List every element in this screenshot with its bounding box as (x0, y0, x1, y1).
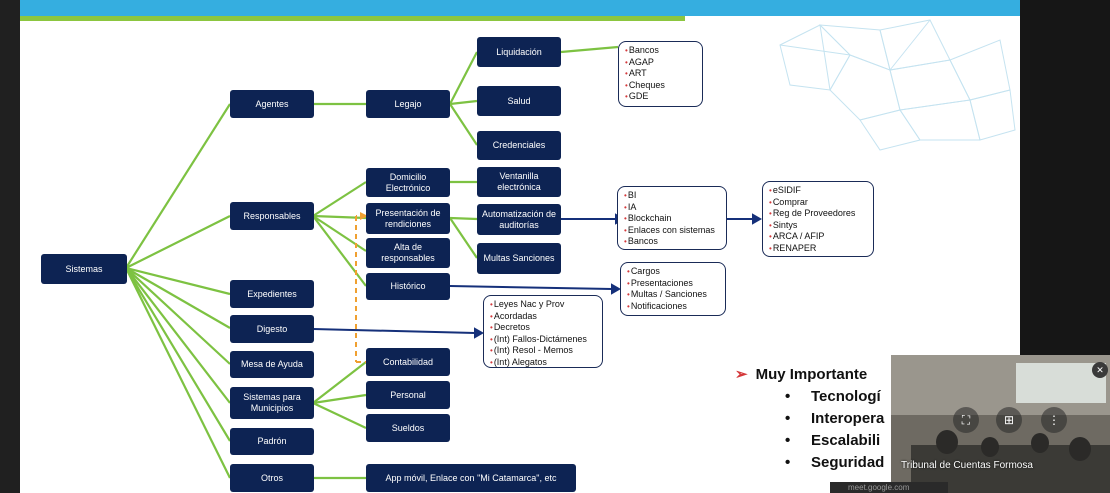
list-item: RENAPER (769, 243, 867, 255)
node-ventanilla-electronica: Ventanilla electrónica (477, 167, 561, 197)
participant-video-tile[interactable]: ⛶ ⊞ ⋮ Tribunal de Cuentas Formosa (891, 355, 1110, 493)
participant-name-label: Tribunal de Cuentas Formosa (901, 460, 1033, 471)
node-personal: Personal (366, 381, 450, 409)
node-automatizacion-auditorias: Automatización de auditorías (477, 204, 561, 235)
add-to-screen-icon[interactable]: ⊞ (996, 407, 1022, 433)
node-otros: Otros (230, 464, 314, 492)
node-alta-responsables: Alta de responsables (366, 238, 450, 268)
window-left-edge (0, 0, 20, 493)
participant-figure (936, 430, 958, 454)
list-item: Leyes Nac y Prov (490, 299, 596, 311)
more-options-icon[interactable]: ⋮ (1041, 407, 1067, 433)
list-digesto-items: Leyes Nac y Prov Acordadas Decretos (Int… (483, 295, 603, 368)
list-item: Presentaciones (627, 278, 719, 290)
node-historico: Histórico (366, 273, 450, 300)
list-item: eSIDIF (769, 185, 867, 197)
arrow-bullet-icon: ➢ (735, 366, 748, 383)
list-item: AGAP (625, 57, 696, 69)
list-item: IA (624, 202, 720, 214)
list-item: •Escalabili (785, 432, 881, 449)
list-item: GDE (625, 91, 696, 103)
list-item: Multas / Sanciones (627, 289, 719, 301)
list-item: Cargos (627, 266, 719, 278)
node-expedientes: Expedientes (230, 280, 314, 308)
list-item: Acordadas (490, 311, 596, 323)
participant-figure (1069, 437, 1091, 461)
list-item: •Tecnologí (785, 388, 881, 405)
list-item: Notificaciones (627, 301, 719, 313)
list-item: Reg de Proveedores (769, 208, 867, 220)
node-legajo: Legajo (366, 90, 450, 118)
list-item: ART (625, 68, 696, 80)
node-multas-sanciones: Multas Sanciones (477, 243, 561, 274)
participant-figure (981, 437, 999, 457)
list-item: Cheques (625, 80, 696, 92)
node-domicilio-electronico: Domicilio Electrónico (366, 168, 450, 197)
node-sistemas-para-municipios: Sistemas para Municipios (230, 387, 314, 419)
important-heading: ➢ Muy Importante (735, 365, 867, 383)
decorative-network-pattern (779, 19, 1016, 151)
list-item: •Interopera (785, 410, 885, 427)
list-item: (Int) Alegatos (490, 357, 596, 369)
node-presentacion-rendiciones: Presentación de rendiciones (366, 203, 450, 234)
list-item: (Int) Fallos-Dictámenes (490, 334, 596, 346)
list-item: Enlaces con sistemas (624, 225, 720, 237)
participant-figure (1031, 433, 1049, 453)
presentation-slide: Sistemas Agentes Responsables Expediente… (20, 0, 1020, 493)
node-sistemas: Sistemas (41, 254, 127, 284)
diagram-connectors (125, 45, 763, 480)
node-sueldos: Sueldos (366, 414, 450, 442)
node-agentes: Agentes (230, 90, 314, 118)
node-responsables: Responsables (230, 202, 314, 230)
list-item: Bancos (625, 45, 696, 57)
node-salud: Salud (477, 86, 561, 116)
list-liquidacion-items: Bancos AGAP ART Cheques GDE (618, 41, 703, 107)
list-item: Sintys (769, 220, 867, 232)
list-historico-items: Cargos Presentaciones Multas / Sanciones… (620, 262, 726, 316)
meeting-url: meet.google.com (830, 482, 948, 493)
node-digesto: Digesto (230, 315, 314, 343)
list-enlaces-items: eSIDIF Comprar Reg de Proveedores Sintys… (762, 181, 874, 257)
mic-muted-icon: ✕ (1092, 362, 1108, 378)
node-app-movil: App móvil, Enlace con "Mi Catamarca", et… (366, 464, 576, 492)
node-mesa-de-ayuda: Mesa de Ayuda (230, 351, 314, 378)
list-item: Blockchain (624, 213, 720, 225)
node-liquidacion: Liquidación (477, 37, 561, 67)
list-item: Bancos (624, 236, 720, 248)
list-item: Decretos (490, 322, 596, 334)
slide-top-accent (20, 16, 685, 21)
frame-participant-icon[interactable]: ⛶ (953, 407, 979, 433)
video-window-light (1016, 363, 1106, 403)
list-item: Comprar (769, 197, 867, 209)
list-item: BI (624, 190, 720, 202)
important-bullet-list: •Tecnologí •Interopera •Escalabili •Segu… (785, 386, 884, 474)
node-contabilidad: Contabilidad (366, 348, 450, 376)
list-item: ARCA / AFIP (769, 231, 867, 243)
list-auditorias-items: BI IA Blockchain Enlaces con sistemas Ba… (617, 186, 727, 250)
slide-top-bar (20, 0, 1020, 16)
list-item: (Int) Resol - Memos (490, 345, 596, 357)
list-item: •Seguridad (785, 454, 885, 471)
node-padron: Padrón (230, 428, 314, 455)
important-heading-text: Muy Importante (755, 366, 868, 383)
node-credenciales: Credenciales (477, 131, 561, 160)
